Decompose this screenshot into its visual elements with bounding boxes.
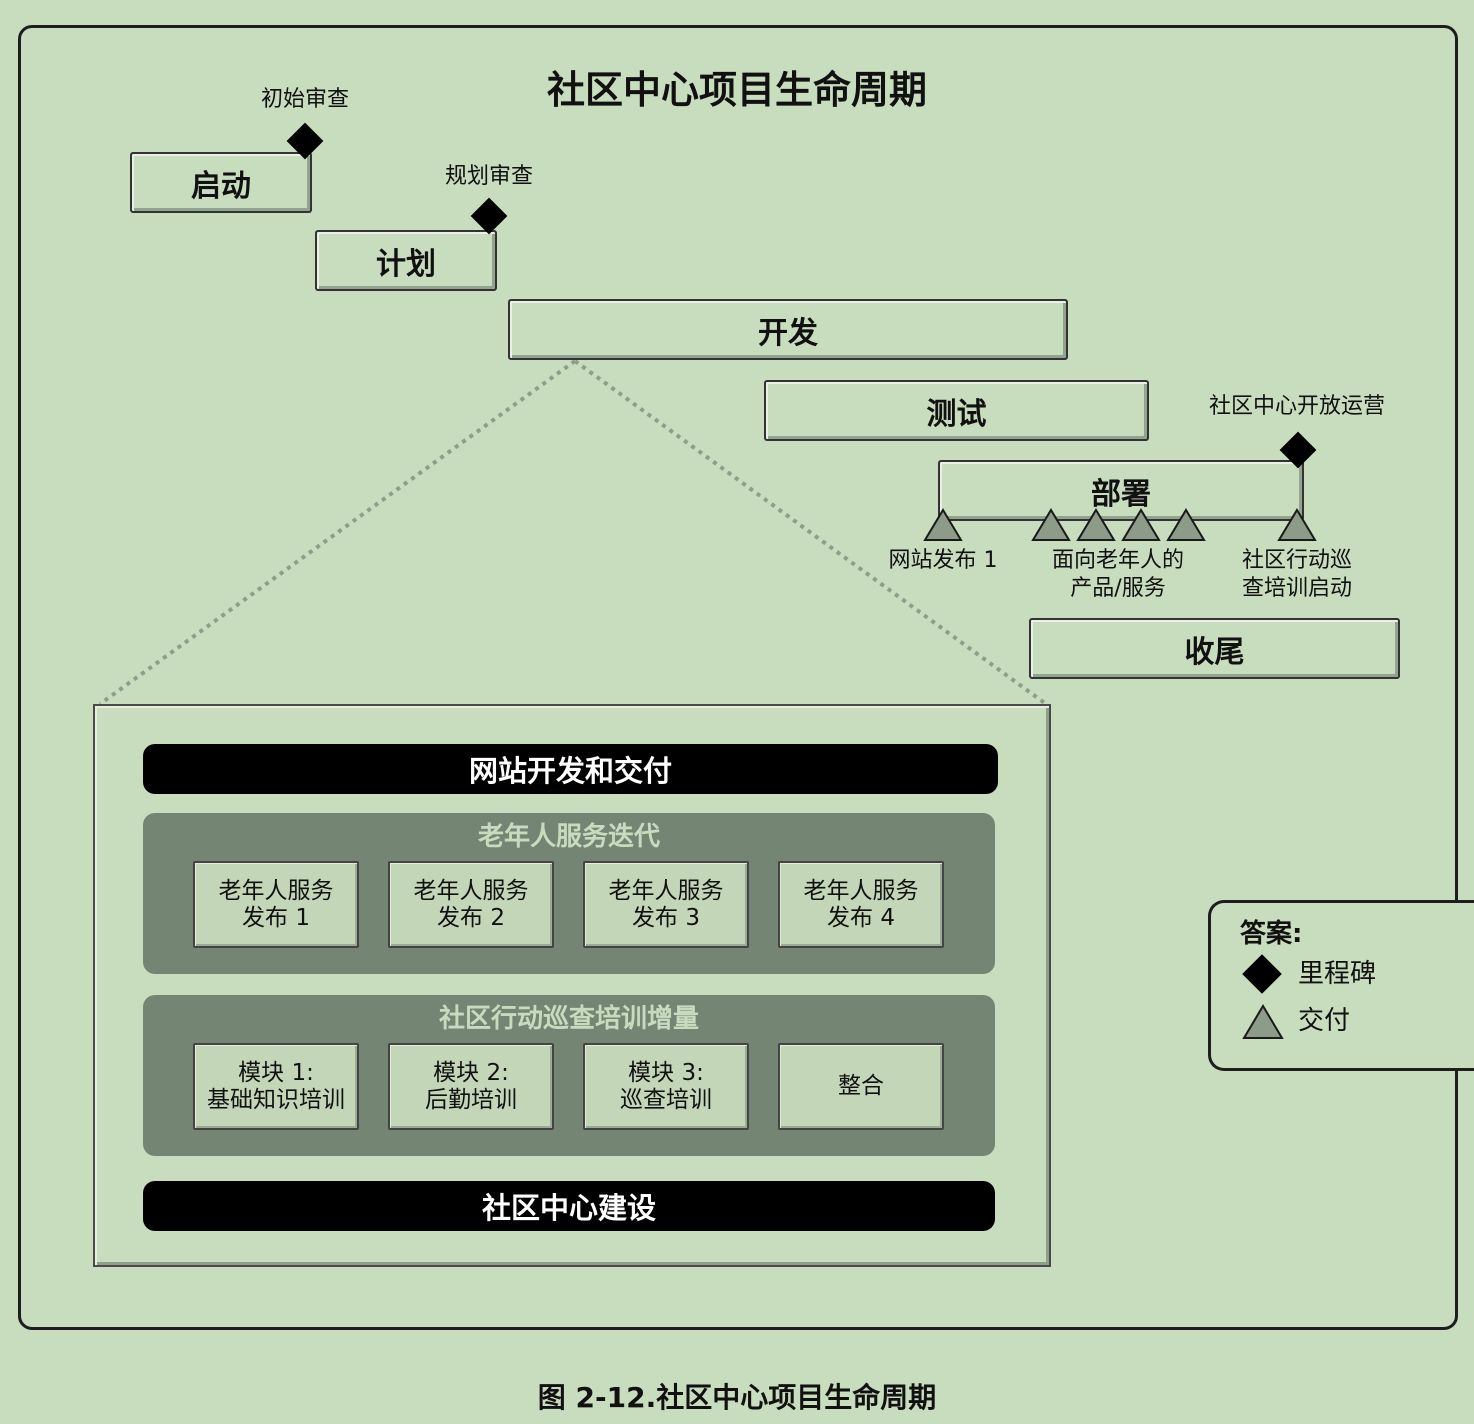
item-line: 模块 2: bbox=[433, 1059, 509, 1086]
deliverable-label-line: 社区行动巡 bbox=[1241, 548, 1353, 573]
senior-services-iteration-group: 老年人服务迭代 老年人服务 发布 1 老年人服务 发布 2 老年人服务 发布 3… bbox=[143, 813, 995, 974]
item-line: 老年人服务 bbox=[803, 877, 919, 904]
item-line: 发布 1 bbox=[242, 904, 310, 931]
deliverable-label-line: 面向老年人的 bbox=[1051, 548, 1185, 573]
milestone-label-planning-review: 规划审查 bbox=[444, 164, 534, 189]
training-integration: 整合 bbox=[778, 1043, 944, 1130]
milestone-label-center-opening: 社区中心开放运营 bbox=[1208, 394, 1386, 419]
deliverable-label-line: 查培训启动 bbox=[1241, 576, 1353, 601]
community-center-construction-bar: 社区中心建设 bbox=[143, 1181, 995, 1231]
connector-line-left bbox=[98, 359, 577, 706]
diamond-icon bbox=[1242, 954, 1282, 994]
phase-initiation: 启动 bbox=[130, 152, 312, 213]
development-detail-panel: 网站开发和交付 老年人服务迭代 老年人服务 发布 1 老年人服务 发布 2 老年… bbox=[93, 704, 1051, 1267]
item-line: 模块 3: bbox=[628, 1059, 704, 1086]
milestone-label-initial-review: 初始审查 bbox=[260, 87, 350, 112]
phase-planning: 计划 bbox=[315, 230, 497, 291]
phase-testing: 测试 bbox=[764, 380, 1149, 441]
deliverable-label-line: 网站发布 1 bbox=[888, 548, 998, 573]
training-module-3: 模块 3: 巡查培训 bbox=[583, 1043, 749, 1130]
group-title: 社区行动巡查培训增量 bbox=[438, 1004, 699, 1034]
triangle-icon bbox=[1242, 1004, 1284, 1039]
item-line: 发布 2 bbox=[437, 904, 505, 931]
item-line: 老年人服务 bbox=[608, 877, 724, 904]
triangle-icon bbox=[1031, 508, 1071, 541]
phase-closing: 收尾 bbox=[1029, 618, 1400, 679]
deliverable-label-patrol-training: 社区行动巡 查培训启动 bbox=[1242, 547, 1352, 603]
item-line: 老年人服务 bbox=[218, 877, 334, 904]
training-module-1: 模块 1: 基础知识培训 bbox=[193, 1043, 359, 1130]
deliverable-label-website-release: 网站发布 1 bbox=[889, 547, 998, 575]
group-title: 老年人服务迭代 bbox=[477, 822, 660, 852]
item-line: 模块 1: bbox=[238, 1059, 314, 1086]
website-delivery-bar: 网站开发和交付 bbox=[143, 744, 998, 794]
deliverable-label-senior-products: 面向老年人的 产品/服务 bbox=[1052, 547, 1184, 603]
triangle-icon bbox=[1166, 508, 1206, 541]
patrol-training-increment-group: 社区行动巡查培训增量 模块 1: 基础知识培训 模块 2: 后勤培训 模块 3:… bbox=[143, 995, 995, 1156]
diagram-frame bbox=[18, 25, 1458, 1330]
connector-line-right bbox=[573, 359, 1048, 706]
diagram-title: 社区中心项目生命周期 bbox=[546, 68, 927, 112]
phase-development: 开发 bbox=[508, 299, 1068, 360]
legend: 答案: 里程碑 交付 bbox=[1208, 900, 1474, 1071]
item-line: 后勤培训 bbox=[425, 1086, 517, 1113]
item-line: 发布 4 bbox=[827, 904, 895, 931]
item-line: 巡查培训 bbox=[620, 1086, 712, 1113]
deliverable-label-line: 产品/服务 bbox=[1070, 576, 1166, 601]
senior-release-4: 老年人服务 发布 4 bbox=[778, 861, 944, 948]
triangle-icon bbox=[923, 508, 963, 541]
item-line: 基础知识培训 bbox=[207, 1086, 345, 1113]
legend-title: 答案: bbox=[1240, 919, 1303, 949]
item-line: 整合 bbox=[838, 1073, 884, 1099]
item-line: 发布 3 bbox=[632, 904, 700, 931]
item-line: 老年人服务 bbox=[413, 877, 529, 904]
senior-release-1: 老年人服务 发布 1 bbox=[193, 861, 359, 948]
legend-milestone-label: 里程碑 bbox=[1298, 959, 1377, 989]
phase-deployment: 部署 bbox=[938, 460, 1304, 521]
triangle-icon bbox=[1277, 508, 1317, 541]
legend-deliverable-label: 交付 bbox=[1298, 1006, 1351, 1036]
training-module-2: 模块 2: 后勤培训 bbox=[388, 1043, 554, 1130]
figure-caption: 图 2-12.社区中心项目生命周期 bbox=[537, 1381, 937, 1414]
senior-release-3: 老年人服务 发布 3 bbox=[583, 861, 749, 948]
triangle-icon bbox=[1076, 508, 1116, 541]
triangle-icon bbox=[1121, 508, 1161, 541]
senior-release-2: 老年人服务 发布 2 bbox=[388, 861, 554, 948]
